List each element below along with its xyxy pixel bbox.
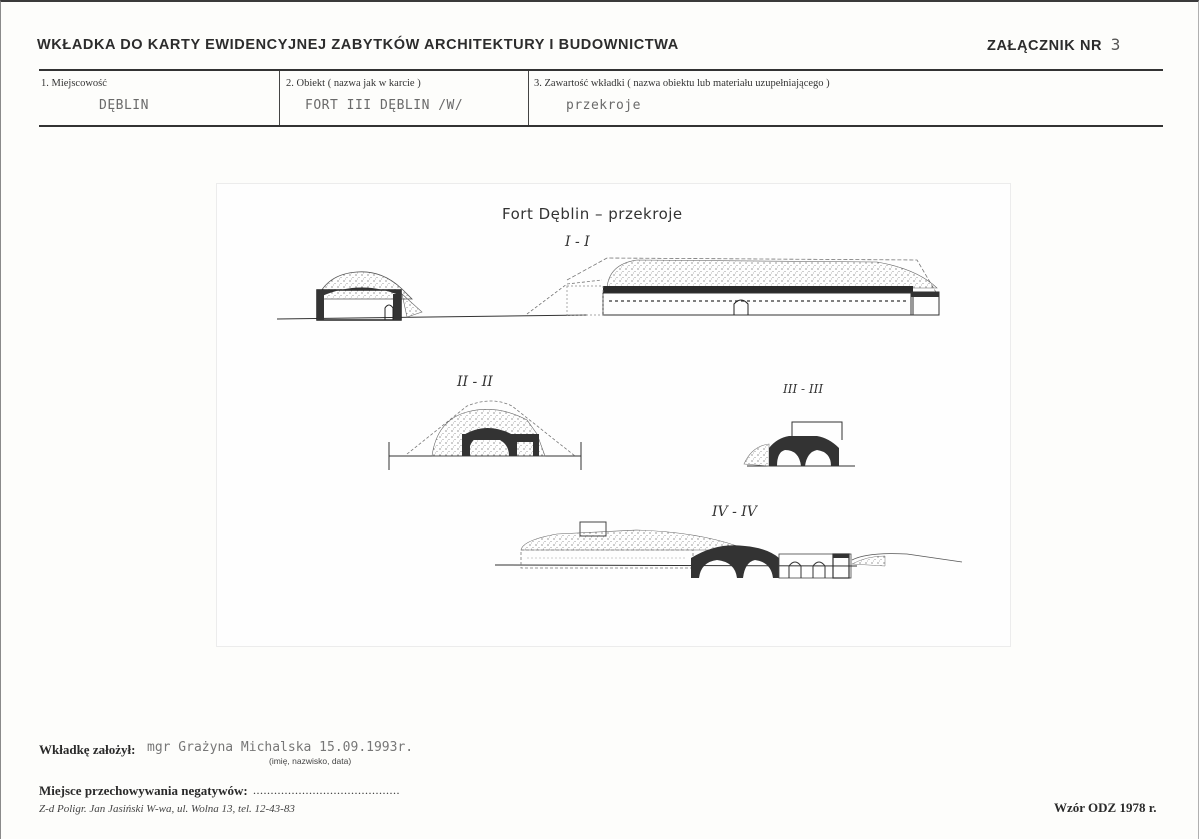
negatives-label: Miejsce przechowywania negatywów: [39, 783, 248, 798]
form-code: Wzór ODZ 1978 r. [1054, 800, 1157, 815]
author-value: mgr Grażyna Michalska 15.09.1993r. [147, 740, 414, 755]
locality-label: 1. Miejscowość [41, 78, 107, 89]
section-ii-drawing [388, 400, 582, 470]
attachment-number-label: ZAŁĄCZNIK NR 3 [987, 35, 1121, 54]
contents-label: 3. Zawartość wkładki ( nazwa obiektu lub… [534, 78, 830, 89]
section-iii-drawing [743, 421, 855, 467]
header-rule-top [39, 69, 1163, 71]
field-divider [528, 71, 529, 125]
cross-section-drawing: Fort Dęblin – przekroje I - I II - II II… [216, 183, 1011, 647]
cross-section-sketches [276, 257, 963, 579]
printer-imprint: Z-d Poligr. Jan Jasiński W-wa, ul. Wolna… [39, 803, 295, 815]
section-i-drawing [276, 257, 940, 321]
field-divider [279, 71, 280, 125]
header-rule-bottom [39, 125, 1163, 127]
object-label: 2. Obiekt ( nazwa jak w karcie ) [286, 78, 421, 89]
attachment-label: ZAŁĄCZNIK NR [987, 38, 1103, 54]
contents-value: przekroje [566, 98, 641, 113]
drawing-title: Fort Dęblin – przekroje [502, 205, 683, 223]
sheet-title: WKŁADKA DO KARTY EWIDENCYJNEJ ZABYTKÓW A… [37, 37, 679, 53]
section-iv-drawing [494, 521, 963, 579]
section-label-iii: III - III [783, 382, 824, 396]
negatives-fill-line: ........................................… [253, 783, 400, 797]
section-label-iv: IV - IV [712, 504, 757, 520]
object-value: FORT III DĘBLIN /W/ [305, 98, 464, 113]
section-label-i: I - I [565, 234, 590, 250]
locality-value: DĘBLIN [99, 98, 149, 113]
attachment-number: 3 [1110, 35, 1122, 54]
author-caption: (imię, nazwisko, data) [269, 756, 352, 766]
section-label-ii: II - II [457, 374, 493, 390]
author-label: Wkładkę założył: [39, 742, 136, 757]
